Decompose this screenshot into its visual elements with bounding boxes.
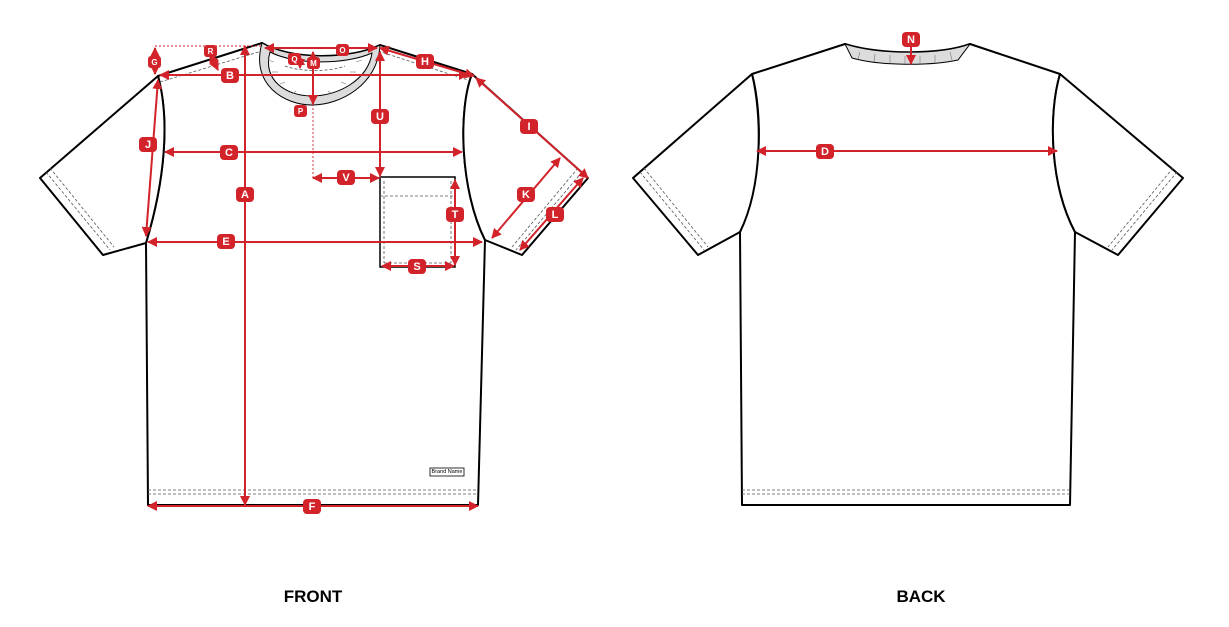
svg-text:V: V bbox=[342, 172, 350, 184]
svg-text:S: S bbox=[413, 261, 420, 273]
back-collar-rib bbox=[844, 42, 972, 65]
svg-text:N: N bbox=[907, 34, 915, 46]
front-caption: FRONT bbox=[284, 587, 343, 606]
badge-L: L bbox=[546, 207, 564, 222]
svg-text:A: A bbox=[241, 189, 249, 201]
badge-B: B bbox=[221, 68, 239, 83]
back-measurements bbox=[756, 44, 1058, 156]
badge-K: K bbox=[517, 187, 535, 202]
svg-text:L: L bbox=[552, 209, 559, 221]
svg-text:H: H bbox=[421, 56, 429, 68]
back-badges: D N bbox=[816, 32, 920, 159]
svg-text:B: B bbox=[226, 70, 234, 82]
badge-J: J bbox=[139, 137, 157, 152]
svg-text:D: D bbox=[821, 146, 829, 158]
badge-M: M bbox=[307, 57, 320, 69]
svg-text:J: J bbox=[145, 139, 151, 151]
svg-text:C: C bbox=[225, 147, 233, 159]
svg-text:R: R bbox=[208, 47, 214, 56]
back-left-sleeve bbox=[632, 73, 760, 256]
front-view: Brand Name bbox=[39, 42, 589, 514]
badge-F: F bbox=[303, 499, 321, 514]
svg-text:U: U bbox=[376, 111, 384, 123]
badge-V: V bbox=[337, 170, 355, 185]
badge-E: E bbox=[217, 234, 235, 249]
badge-R: R bbox=[204, 45, 217, 57]
svg-text:T: T bbox=[452, 209, 459, 221]
svg-text:K: K bbox=[522, 189, 530, 201]
badge-C: C bbox=[220, 145, 238, 160]
badge-P: P bbox=[294, 105, 307, 117]
back-body-outline bbox=[739, 43, 1076, 506]
badge-S: S bbox=[408, 259, 426, 274]
svg-text:I: I bbox=[527, 121, 530, 133]
badge-A: A bbox=[236, 187, 254, 202]
back-caption: BACK bbox=[896, 587, 946, 606]
svg-text:P: P bbox=[298, 107, 304, 116]
badge-T: T bbox=[446, 207, 464, 222]
svg-text:E: E bbox=[222, 236, 229, 248]
brand-tag-text: Brand Name bbox=[432, 469, 463, 475]
badge-D: D bbox=[816, 144, 834, 159]
back-right-sleeve bbox=[1051, 73, 1184, 256]
badge-U: U bbox=[371, 109, 389, 124]
svg-text:M: M bbox=[310, 59, 317, 68]
back-view: D N bbox=[632, 32, 1184, 506]
svg-text:Q: Q bbox=[291, 55, 297, 64]
badge-O: O bbox=[336, 44, 349, 56]
badge-G: G bbox=[148, 56, 161, 68]
badge-Q: Q bbox=[288, 53, 301, 65]
badge-H: H bbox=[416, 54, 434, 69]
badge-I: I bbox=[520, 119, 538, 134]
front-badges: A B C E F G H I J K L M O P Q R S T U V bbox=[139, 44, 564, 514]
svg-text:F: F bbox=[309, 501, 316, 513]
front-right-sleeve bbox=[462, 73, 589, 256]
badge-N: N bbox=[902, 32, 920, 47]
svg-text:O: O bbox=[339, 46, 345, 55]
brand-tag bbox=[429, 467, 465, 477]
front-body-outline bbox=[145, 42, 486, 506]
svg-text:G: G bbox=[151, 58, 157, 67]
